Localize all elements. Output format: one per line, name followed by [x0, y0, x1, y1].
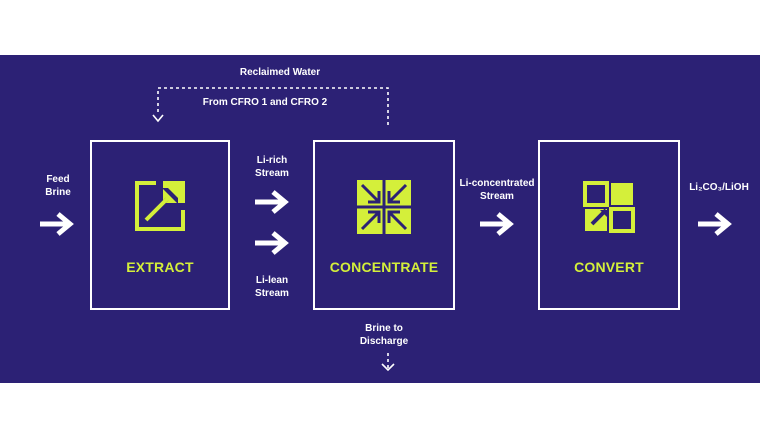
concentrate-title: CONCENTRATE [329, 259, 439, 275]
concentrate-stage-box: CONCENTRATE [313, 140, 455, 310]
output-label: Li₂CO₃/LiOH [689, 182, 749, 193]
li-lean-label-line1: Li-lean [255, 275, 289, 286]
convert-squares-icon [582, 180, 636, 234]
convert-stage-box: CONVERT [538, 140, 680, 310]
discharge-label-line2: Discharge [359, 336, 409, 347]
feed-brine-label-line1: Feed [46, 174, 70, 185]
li-concentrated-label-line1: Li-concentrated [459, 178, 535, 189]
li-lean-label-line2: Stream [255, 288, 289, 299]
li-rich-arrow-icon [255, 190, 289, 214]
discharge-dashed-arrow-icon [381, 353, 395, 372]
li-concentrated-arrow-icon [480, 212, 514, 236]
recycle-label-line1: Reclaimed Water [239, 67, 321, 78]
compress-arrows-icon [357, 180, 411, 234]
expand-arrow-icon [134, 180, 186, 232]
discharge-label-line1: Brine to [365, 323, 403, 334]
feed-arrow-icon [40, 212, 74, 236]
extract-title: EXTRACT [126, 259, 194, 275]
li-rich-label-line2: Stream [255, 168, 289, 179]
feed-brine-label-line2: Brine [45, 187, 71, 198]
li-lean-arrow-icon [255, 231, 289, 255]
convert-title: CONVERT [574, 259, 644, 275]
li-concentrated-label-line2: Stream [480, 191, 514, 202]
li-rich-label-line1: Li-rich [256, 155, 288, 166]
recycle-label-line2: From CFRO 1 and CFRO 2 [202, 97, 328, 108]
extract-stage-box: EXTRACT [90, 140, 230, 310]
output-arrow-icon [698, 212, 732, 236]
